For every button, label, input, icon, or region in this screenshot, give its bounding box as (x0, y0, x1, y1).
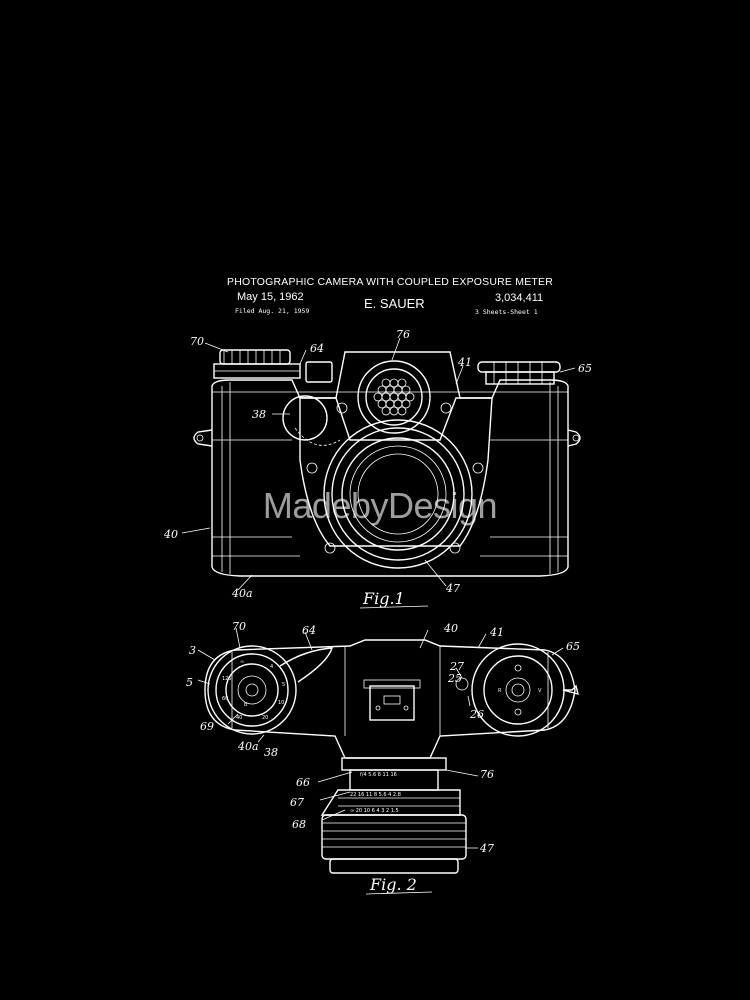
svg-text:R: R (498, 688, 502, 694)
fig2-ref-5: 5 (186, 676, 193, 689)
filed-date: Filed Aug. 21, 1959 (235, 307, 310, 315)
patent-date: May 15, 1962 (237, 291, 304, 303)
svg-text:B: B (244, 702, 248, 708)
sheet-count: 3 Sheets-Sheet 1 (475, 308, 538, 316)
svg-text:10: 10 (278, 700, 284, 706)
fig2-ref-26: 26 (469, 708, 484, 721)
fig1-camera-front: 70 64 76 41 65 38 40 40a 47 Fig.1 (163, 328, 592, 609)
meter-honeycomb (373, 378, 415, 416)
fig1-ref-70: 70 (190, 335, 204, 348)
fig1-ref-76: 76 (396, 328, 410, 341)
fig1-ref-47: 47 (445, 582, 460, 595)
fig2-ref-65: 65 (566, 640, 580, 653)
fig2-ref-68: 68 (292, 818, 306, 831)
fig2-ref-69: 69 (200, 720, 214, 733)
fig2-ref-66: 66 (296, 776, 310, 789)
fig2-ref-38: 38 (264, 746, 278, 759)
svg-text:4: 4 (270, 664, 273, 670)
fig2-ref-27: 27 (449, 660, 464, 673)
svg-text:40: 40 (236, 715, 242, 721)
svg-text:∞: ∞ (240, 659, 244, 665)
svg-text:60: 60 (222, 696, 228, 702)
svg-text:∞ 20 10 6 4 3 2 1.5: ∞ 20 10 6 4 3 2 1.5 (350, 808, 399, 814)
fig1-label: Fig.1 (362, 589, 405, 608)
fig1-ref-40a: 40a (231, 587, 253, 600)
fig1-ref-41: 41 (457, 356, 472, 369)
fig1-ref-65: 65 (578, 362, 592, 375)
svg-text:5: 5 (282, 682, 285, 688)
fig2-ref-25: 25 (447, 672, 462, 685)
fig1-ref-40: 40 (163, 528, 178, 541)
fig2-ref-67: 67 (290, 796, 304, 809)
fig2-ref-47: 47 (479, 842, 494, 855)
fig2-ref-41: 41 (489, 626, 504, 639)
fig2-ref-70: 70 (232, 620, 246, 633)
svg-text:125: 125 (222, 676, 232, 682)
fig2-label: Fig. 2 (369, 875, 417, 894)
fig1-ref-64: 64 (310, 342, 324, 355)
inventor-name: E. SAUER (364, 296, 425, 311)
fig2-ref-40a: 40a (237, 740, 259, 753)
watermark: MadebyDesign (262, 485, 498, 526)
fig2-ref-76: 76 (480, 768, 494, 781)
fig2-ref-40: 40 (443, 622, 458, 635)
fig2-camera-top: ∞ 4 5 10 20 40 60 125 B R V f/4 5.6 8 11… (186, 620, 580, 895)
fig2-ref-64: 64 (302, 624, 316, 637)
patent-number: 3,034,411 (495, 292, 544, 304)
fig1-ref-38: 38 (252, 408, 266, 421)
fig2-ref-3: 3 (189, 644, 196, 657)
svg-text:V: V (538, 688, 542, 694)
svg-text:f/4 5.6 8 11 16: f/4 5.6 8 11 16 (360, 772, 397, 778)
svg-text:22 16 11 8 5.6 4 2.8: 22 16 11 8 5.6 4 2.8 (350, 792, 401, 798)
patent-title: PHOTOGRAPHIC CAMERA WITH COUPLED EXPOSUR… (227, 276, 553, 288)
svg-text:20: 20 (262, 715, 268, 721)
